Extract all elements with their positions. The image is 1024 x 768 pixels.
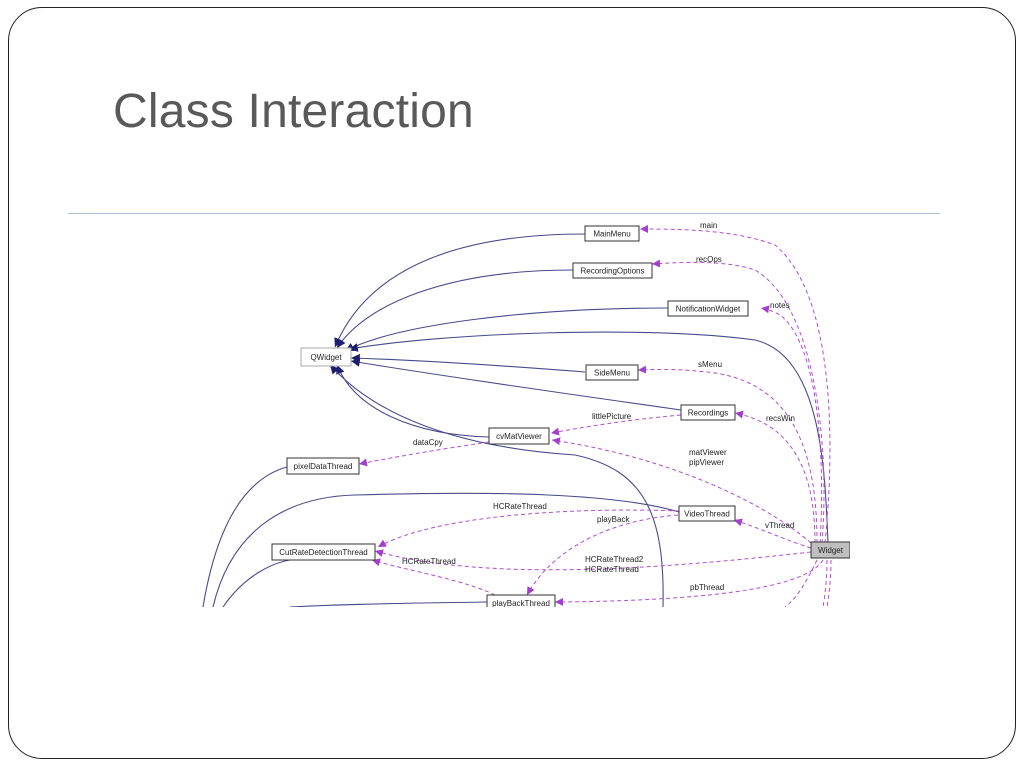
svg-text:RecordingOptions: RecordingOptions bbox=[580, 267, 644, 276]
title-divider bbox=[68, 213, 940, 214]
edge-playback-cutrate bbox=[371, 558, 496, 596]
edge-widget-down-3 bbox=[784, 559, 818, 607]
svg-text:cvMatViewer: cvMatViewer bbox=[496, 432, 542, 441]
svg-text:CutRateDetectionThread: CutRateDetectionThread bbox=[279, 548, 368, 557]
edge-mainmenu-qwidget bbox=[334, 233, 586, 348]
node-cutratedetectionthread: CutRateDetectionThread bbox=[271, 543, 376, 561]
edge-widget-videothread bbox=[733, 518, 812, 549]
edge-label-pbthread: pbThread bbox=[690, 583, 724, 592]
edge-left-1 bbox=[202, 466, 288, 607]
node-recordingoptions: RecordingOptions bbox=[572, 262, 653, 279]
edge-label-hcratethread-top: HCRateThread bbox=[493, 502, 547, 511]
edge-cvmatviewer-pixeldata bbox=[358, 441, 490, 467]
inheritance-edges bbox=[202, 233, 829, 607]
edge-label-hcratethread-low: HCRateThread bbox=[402, 557, 456, 566]
edge-playback-qwidget bbox=[329, 364, 664, 607]
edge-label-hcratethread2: HCRateThread2 bbox=[585, 555, 644, 564]
node-mainmenu: MainMenu bbox=[584, 225, 640, 242]
edge-sidemenu-qwidget bbox=[350, 353, 586, 373]
edge-widget-cutrate bbox=[374, 549, 812, 571]
edge-cvmatviewer-qwidget bbox=[336, 364, 490, 438]
svg-text:QWidget: QWidget bbox=[310, 353, 342, 362]
edge-label-recops: recOps bbox=[696, 255, 722, 264]
svg-text:MainMenu: MainMenu bbox=[593, 230, 630, 239]
edge-widget-recordingoptions bbox=[651, 259, 825, 544]
edge-widget-notification bbox=[760, 305, 823, 544]
edge-label-datacpy: dataCpy bbox=[413, 438, 443, 447]
edge-widget-cvmatviewer bbox=[551, 437, 812, 544]
svg-text:playBackThread: playBackThread bbox=[492, 599, 550, 607]
class-nodes: QWidget MainMenu RecordingOptions Notifi… bbox=[271, 225, 850, 607]
node-qwidget: QWidget bbox=[300, 347, 352, 367]
svg-text:pixelDataThread: pixelDataThread bbox=[294, 462, 353, 471]
edge-label-smenu: sMenu bbox=[698, 360, 722, 369]
edge-recordings-cvmatviewer bbox=[550, 414, 682, 436]
edge-left-2 bbox=[212, 492, 680, 607]
edge-labels: main recOps notes sMenu littlePicture re… bbox=[402, 221, 795, 592]
edge-label-notes: notes bbox=[770, 301, 790, 310]
node-videothread: VideoThread bbox=[678, 505, 736, 522]
edge-label-littlepicture: littlePicture bbox=[592, 412, 632, 421]
node-recordings: Recordings bbox=[680, 404, 736, 421]
edge-left-4 bbox=[289, 601, 488, 607]
edge-label-playback: playBack bbox=[597, 515, 630, 524]
edge-label-main: main bbox=[700, 221, 717, 230]
edge-videothread-playback bbox=[526, 514, 679, 596]
edge-label-hcratethread-mid: HCRateThread bbox=[585, 565, 639, 574]
svg-text:SideMenu: SideMenu bbox=[594, 369, 630, 378]
node-cvmatviewer: cvMatViewer bbox=[488, 427, 550, 445]
svg-text:VideoThread: VideoThread bbox=[684, 510, 730, 519]
slide-frame bbox=[8, 7, 1016, 759]
node-pixeldatathread: pixelDataThread bbox=[286, 457, 360, 475]
svg-text:Widget: Widget bbox=[818, 546, 844, 555]
node-playbackthread: playBackThread bbox=[486, 594, 556, 607]
edge-widget-recordings bbox=[734, 410, 816, 544]
edge-notification-qwidget bbox=[344, 307, 669, 352]
edge-label-recswin: recsWin bbox=[766, 414, 795, 423]
edge-label-matviewer: matViewer bbox=[689, 448, 727, 457]
edge-label-vthread: vThread bbox=[765, 521, 794, 530]
edge-widget-down-1 bbox=[822, 559, 828, 607]
edge-left-3 bbox=[222, 558, 300, 607]
edge-recordingoptions-qwidget bbox=[336, 269, 574, 349]
node-widget: Widget bbox=[810, 541, 850, 559]
edge-videothread-cutrate bbox=[377, 509, 680, 548]
svg-text:NotificationWidget: NotificationWidget bbox=[676, 305, 741, 314]
edge-label-pipviewer: pipViewer bbox=[689, 458, 724, 467]
edge-widget-mainmenu bbox=[639, 225, 831, 544]
edge-recordings-qwidget bbox=[350, 358, 682, 411]
edge-widget-down-2 bbox=[826, 559, 832, 607]
edge-widget-sidemenu bbox=[637, 365, 818, 544]
class-diagram: main recOps notes sMenu littlePicture re… bbox=[195, 215, 850, 607]
node-sidemenu: SideMenu bbox=[585, 364, 639, 381]
association-edges bbox=[358, 225, 832, 607]
edge-widget-qwidget bbox=[348, 331, 829, 544]
edge-widget-playback bbox=[554, 559, 824, 606]
slide-title: Class Interaction bbox=[113, 85, 474, 138]
node-notificationwidget: NotificationWidget bbox=[667, 300, 749, 317]
svg-text:Recordings: Recordings bbox=[688, 409, 728, 418]
